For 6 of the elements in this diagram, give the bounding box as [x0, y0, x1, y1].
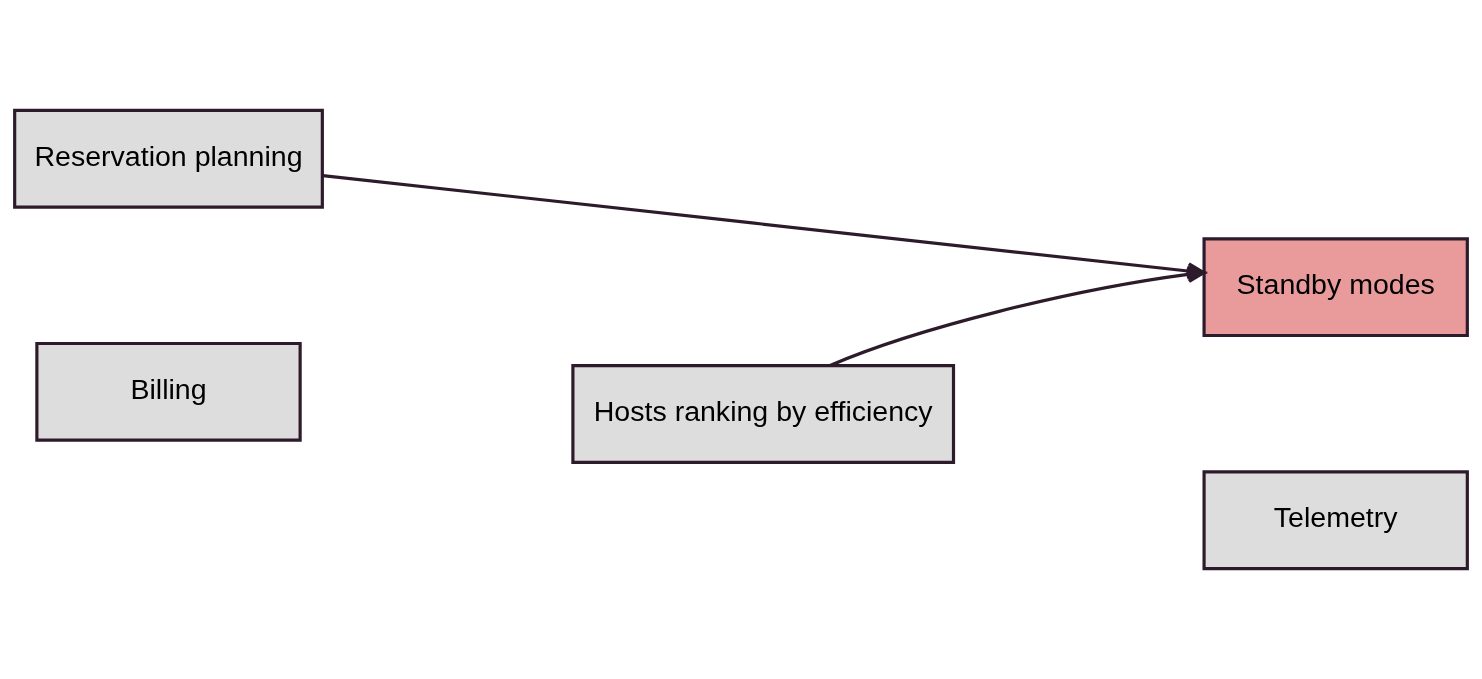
- node-box: Billing: [35, 341, 302, 442]
- node-box: Telemetry: [1202, 470, 1469, 571]
- node-box: Hosts ranking by efficiency: [571, 364, 956, 464]
- node-box: Reservation planning: [13, 108, 324, 209]
- arrow: [829, 265, 1206, 367]
- node-box: Standby modes: [1202, 237, 1469, 338]
